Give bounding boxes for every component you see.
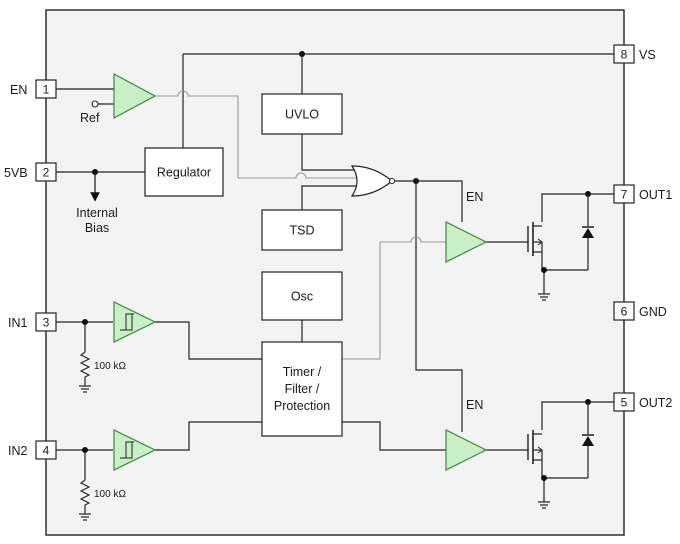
pin-number-vs: 8: [621, 48, 628, 62]
pin-name-out2: OUT2: [639, 396, 672, 410]
schmitt-trigger-icon: [120, 441, 134, 459]
pin-box-out1: [613, 184, 635, 204]
pin-number-5vb: 2: [43, 166, 50, 180]
or-gate: [350, 165, 393, 197]
timer-block: [261, 341, 343, 437]
internal-bias-label-line2: Bias: [85, 221, 109, 235]
in1-schmitt-buffer: [113, 301, 157, 343]
pin-box-in2: [35, 440, 57, 460]
ground-icon: [79, 513, 91, 521]
body-diode-1: [582, 226, 594, 238]
pin-box-vs: [613, 44, 635, 64]
pin-number-en: 1: [43, 83, 50, 97]
resistor-2-icon: [79, 479, 91, 506]
osc-block: [261, 271, 343, 321]
pin-name-out1: OUT1: [639, 188, 672, 202]
pin-box-5vb: [35, 162, 57, 182]
schmitt-trigger-icon: [120, 313, 134, 331]
regulator-label: Regulator: [157, 166, 211, 180]
resistor-2-value: 100 kΩ: [94, 489, 126, 500]
pin-box-gnd: [613, 301, 635, 321]
pin-name-gnd: GND: [639, 305, 667, 319]
or-gate-inverter-bubble: [389, 178, 395, 184]
pin-number-in2: 4: [43, 444, 50, 458]
uvlo-label: UVLO: [285, 108, 319, 122]
body-diode-2: [582, 434, 594, 446]
mosfet-2: [520, 430, 543, 464]
driver-2: [445, 429, 488, 471]
regulator-block: [144, 147, 224, 197]
driver-2-en-label: EN: [466, 398, 483, 412]
ground-icon: [538, 501, 550, 509]
timer-label-line2: Filter /: [285, 382, 320, 396]
pin-box-en: [35, 79, 57, 99]
en-comparator: [113, 72, 157, 120]
timer-label-line1: Timer /: [283, 365, 322, 379]
pin-number-in1: 3: [43, 316, 50, 330]
osc-label: Osc: [291, 290, 313, 304]
pin-box-in1: [35, 312, 57, 332]
tsd-label: TSD: [290, 224, 315, 238]
driver-1: [445, 221, 488, 263]
pin-name-in2: IN2: [8, 444, 28, 458]
uvlo-block: [261, 93, 343, 135]
timer-label-line3: Protection: [274, 399, 330, 413]
internal-bias-label-line1: Internal: [76, 206, 118, 220]
pin-name-en: EN: [10, 83, 27, 97]
ref-label: Ref: [80, 111, 100, 125]
pin-name-vs: VS: [639, 48, 656, 62]
gray-wires: [155, 90, 446, 360]
in2-schmitt-buffer: [113, 429, 157, 471]
pin-name-5vb: 5VB: [4, 166, 28, 180]
resistor-1-value: 100 kΩ: [94, 361, 126, 372]
ref-node-icon: [91, 100, 99, 108]
mosfet-1: [520, 222, 543, 256]
pin-name-in1: IN1: [8, 316, 28, 330]
pin-box-out2: [613, 392, 635, 412]
ground-icon: [538, 293, 550, 301]
ground-icon: [79, 385, 91, 393]
pin-number-gnd: 6: [621, 305, 628, 319]
driver-1-en-label: EN: [466, 190, 483, 204]
tsd-block: [261, 209, 343, 251]
pin-number-out1: 7: [621, 188, 628, 202]
resistor-1-icon: [79, 351, 91, 378]
pin-number-out2: 5: [621, 396, 628, 410]
